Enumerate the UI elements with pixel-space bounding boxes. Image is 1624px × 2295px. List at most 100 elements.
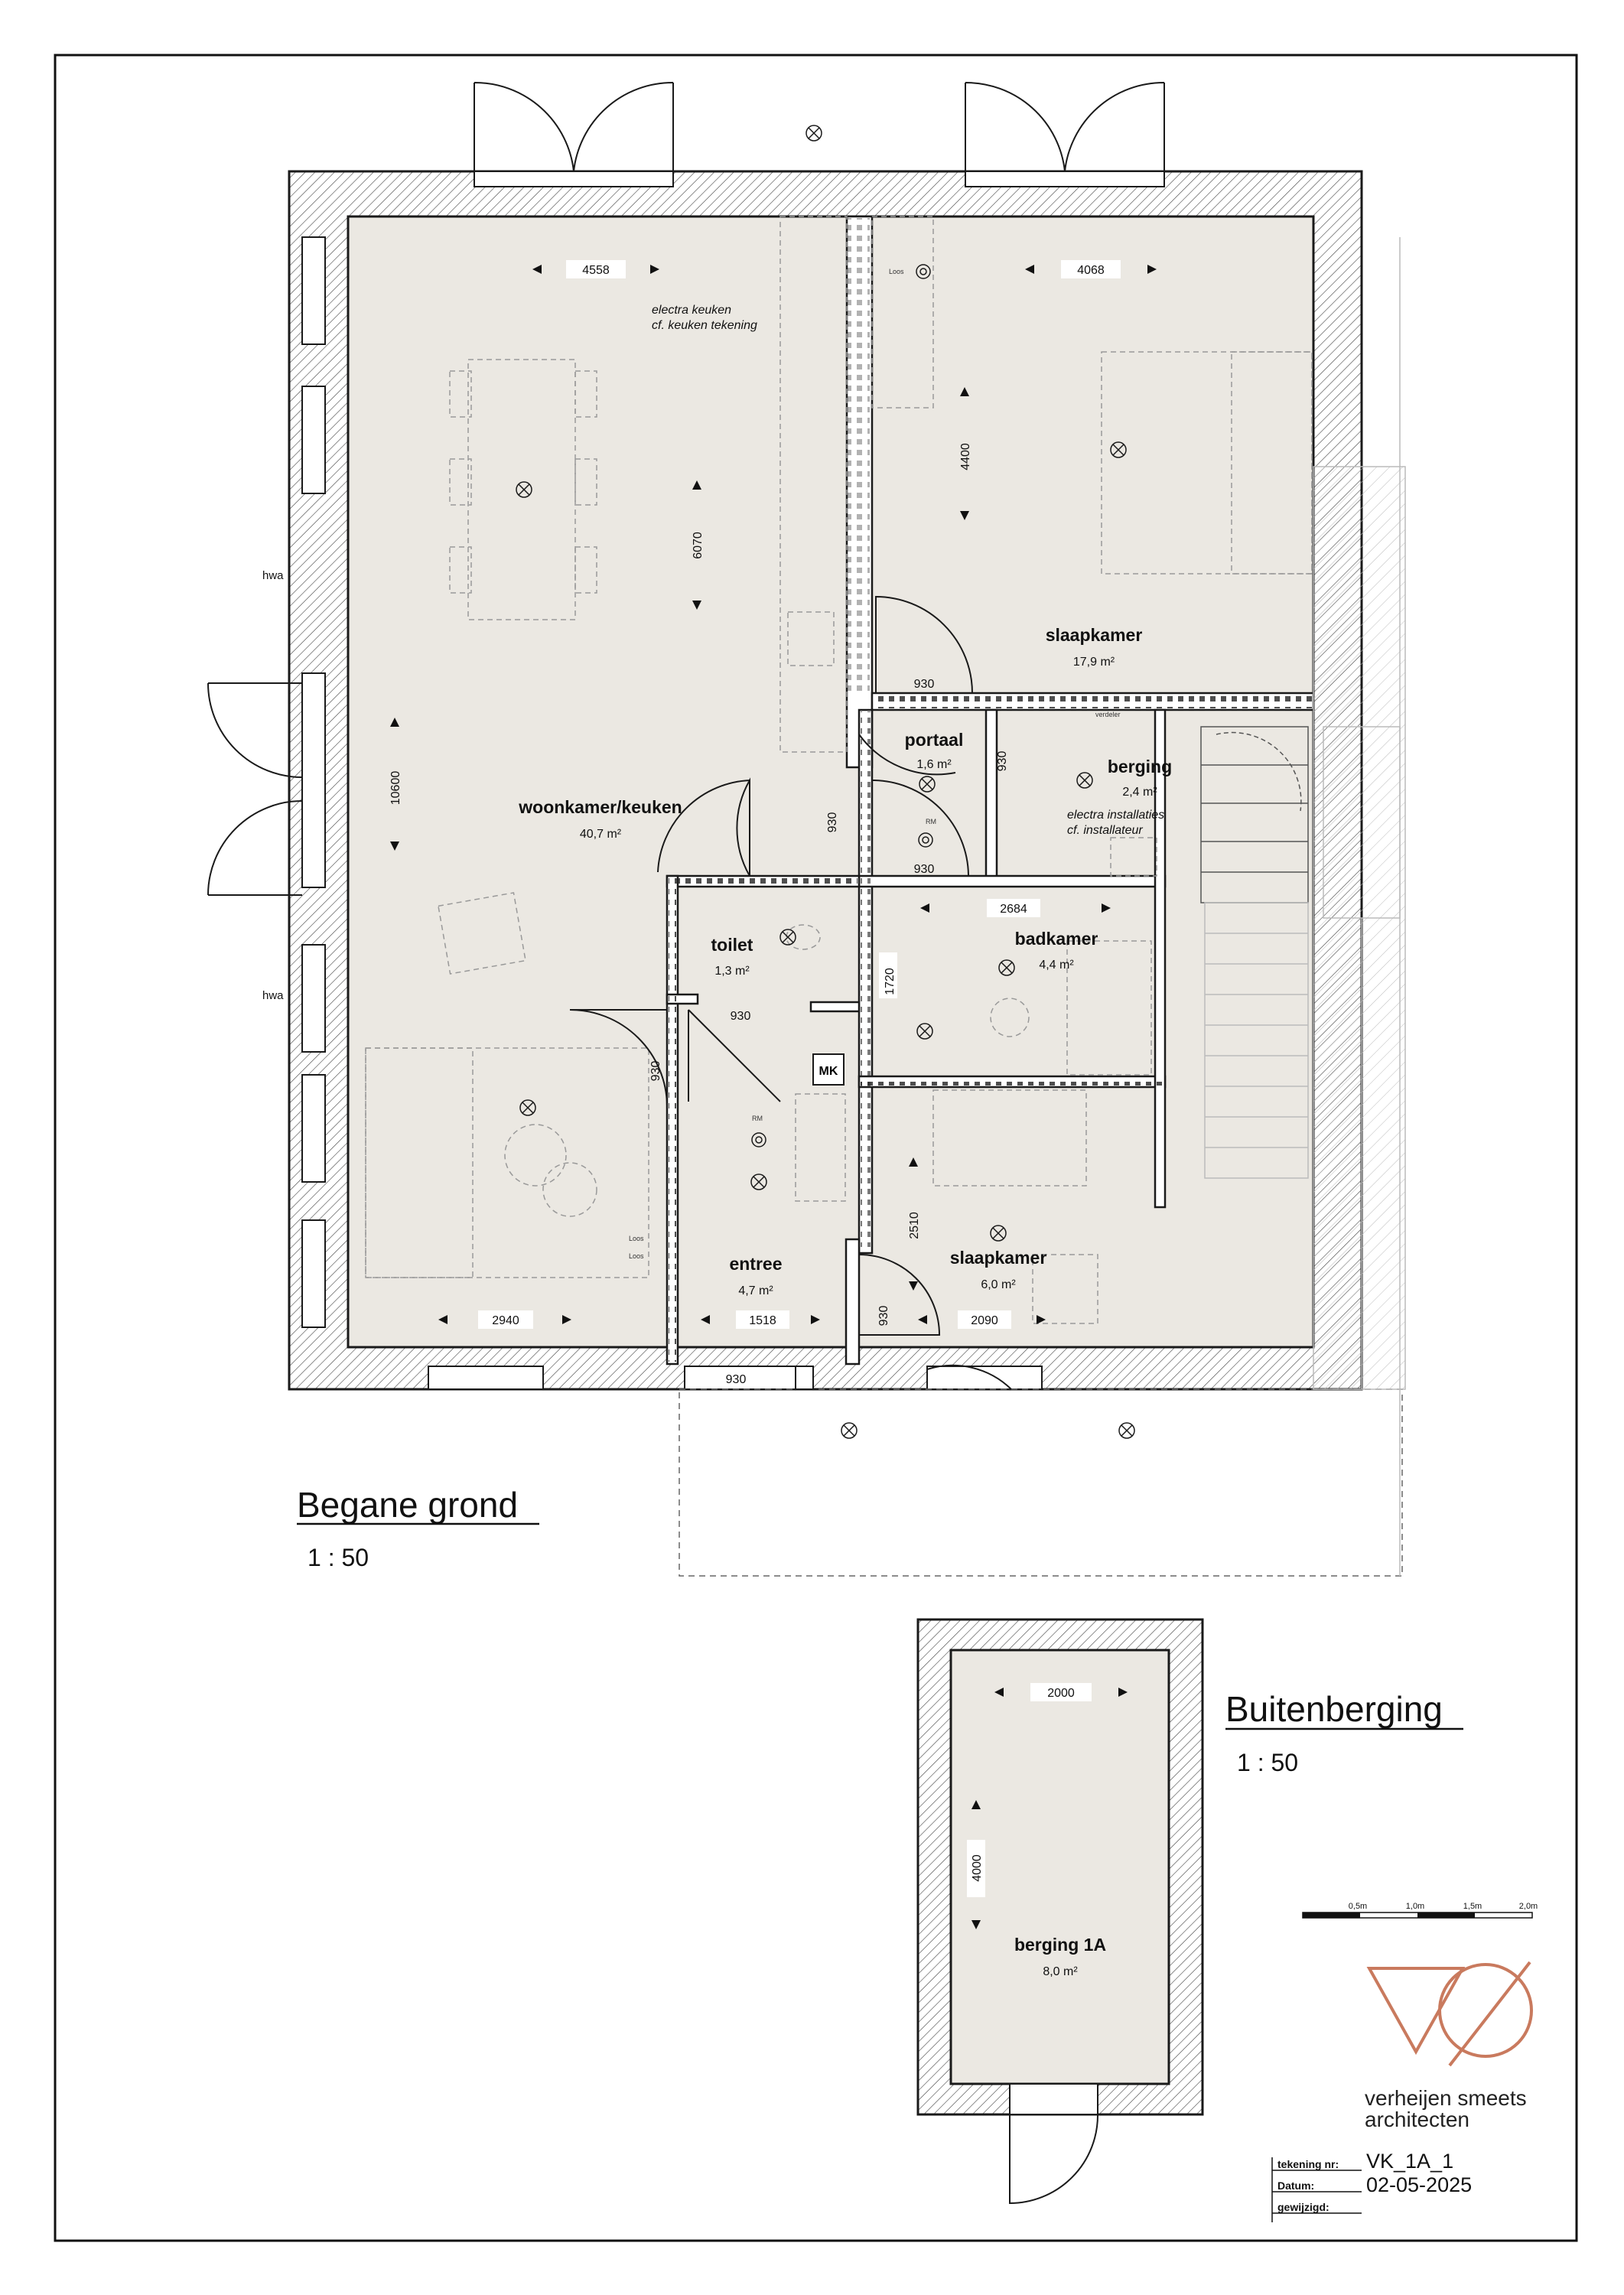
note-loos-living-2: Loos bbox=[629, 1252, 644, 1260]
dim-shed-depth: 4000 bbox=[967, 1800, 985, 1929]
svg-text:4000: 4000 bbox=[971, 1854, 984, 1882]
firm-name-line1: verheijen smeets bbox=[1365, 2086, 1527, 2110]
svg-text:2090: 2090 bbox=[971, 1314, 998, 1327]
title-block-date-label: Datum: bbox=[1277, 2179, 1314, 2192]
svg-text:2510: 2510 bbox=[908, 1212, 921, 1239]
dim-entrance-width: 1518 bbox=[701, 1310, 820, 1329]
svg-text:4558: 4558 bbox=[582, 264, 610, 277]
room-storage-name: berging bbox=[1108, 757, 1172, 776]
room-living-area: 40,7 m² bbox=[580, 828, 622, 841]
room-bedroom-small-name: slaapkamer bbox=[950, 1248, 1047, 1268]
note-loos-living-1: Loos bbox=[629, 1235, 644, 1242]
light-icon bbox=[990, 1225, 1007, 1242]
room-bathroom-area: 4,4 m² bbox=[1039, 959, 1074, 972]
light-icon bbox=[998, 959, 1015, 976]
dim-door-small-bedroom: 930 bbox=[877, 1306, 890, 1327]
plan-ground-scale: 1 : 50 bbox=[308, 1544, 369, 1571]
svg-text:2000: 2000 bbox=[1047, 1687, 1075, 1700]
light-icon bbox=[519, 1099, 536, 1116]
top-doors bbox=[474, 81, 1165, 187]
interior-doors bbox=[569, 595, 1012, 1390]
note-kitchen-2: cf. keuken tekening bbox=[652, 319, 757, 332]
title-block-drawing-no: VK_1A_1 bbox=[1366, 2150, 1453, 2173]
bottom-openings bbox=[428, 1366, 1043, 1390]
room-living-name: woonkamer/keuken bbox=[518, 797, 682, 817]
dim-small-bedroom-width: 2090 bbox=[918, 1310, 1046, 1329]
title-block-drawing-no-label: tekening nr: bbox=[1277, 2158, 1339, 2170]
smoke-detector-icon bbox=[751, 1132, 766, 1148]
title-block-revised-label: gewijzigd: bbox=[1277, 2201, 1329, 2213]
svg-text:4400: 4400 bbox=[959, 443, 972, 470]
svg-text:1518: 1518 bbox=[749, 1314, 776, 1327]
sheet-border bbox=[54, 54, 1578, 2242]
logo-o-icon bbox=[1438, 1963, 1533, 2058]
dim-door-entrance-side: 930 bbox=[649, 1061, 662, 1082]
mk-box bbox=[812, 1053, 845, 1086]
left-windows bbox=[301, 236, 326, 1328]
ground-floor-plan bbox=[207, 81, 1406, 1577]
note-rm-entrance: RM bbox=[752, 1115, 763, 1122]
dim-bathroom-width: 2684 bbox=[920, 899, 1111, 917]
plan-shed-scale: 1 : 50 bbox=[1237, 1749, 1298, 1776]
svg-text:6070: 6070 bbox=[692, 532, 705, 559]
note-rm-hall: RM bbox=[926, 818, 936, 825]
room-bedroom-large-area: 17,9 m² bbox=[1073, 656, 1115, 669]
room-shed-name: berging 1A bbox=[1014, 1935, 1106, 1955]
light-icon bbox=[916, 1023, 933, 1040]
dim-bathroom-depth: 1720 bbox=[879, 952, 897, 998]
room-entrance-name: entree bbox=[729, 1254, 782, 1274]
light-icon bbox=[779, 929, 796, 946]
left-doors bbox=[207, 682, 303, 896]
dim-door-front: 930 bbox=[726, 1373, 747, 1386]
title-block: tekening nr: VK_1A_1 Datum: 02-05-2025 g… bbox=[1271, 2150, 1472, 2222]
light-icon bbox=[841, 1422, 858, 1439]
note-install-1: electra installaties bbox=[1067, 809, 1164, 822]
dimension-labels: 4558 4068 930 930 2684 930 2940 bbox=[386, 260, 1157, 1386]
plan-ground-title: Begane grond bbox=[297, 1485, 518, 1525]
svg-text:930: 930 bbox=[914, 678, 935, 691]
neighbour-house bbox=[1313, 237, 1406, 1576]
room-hall-name: portaal bbox=[905, 730, 964, 750]
stair bbox=[1200, 726, 1309, 1179]
front-terrace-outline bbox=[679, 1388, 1403, 1577]
svg-text:930: 930 bbox=[649, 1061, 662, 1082]
front-door bbox=[795, 1366, 814, 1390]
annotations: electra keuken cf. keuken tekening elect… bbox=[262, 268, 1164, 1260]
light-fixtures bbox=[516, 125, 1135, 1886]
note-verdeler: verdeler bbox=[1095, 711, 1121, 718]
smoke-detector-icon bbox=[916, 264, 931, 279]
svg-text:1720: 1720 bbox=[884, 968, 897, 995]
room-toilet-area: 1,3 m² bbox=[714, 965, 750, 978]
light-icon bbox=[805, 125, 822, 142]
dim-shed-width: 2000 bbox=[994, 1683, 1128, 1701]
room-storage-area: 2,4 m² bbox=[1122, 786, 1157, 799]
note-hwa-top: hwa bbox=[262, 569, 284, 582]
shed-floor bbox=[949, 1649, 1170, 2085]
note-loos-bedroom: Loos bbox=[889, 268, 904, 275]
scale-bar-label: 1,5m bbox=[1463, 1902, 1482, 1911]
dim-bedroom-width: 4068 bbox=[1025, 260, 1157, 278]
smoke-detector-icon bbox=[918, 832, 933, 848]
shed-door-swing bbox=[1009, 2114, 1099, 2205]
room-labels: woonkamer/keuken 40,7 m² slaapkamer 17,9… bbox=[518, 625, 1172, 1297]
dim-door-living: 930 bbox=[826, 812, 839, 833]
firm-name-line2: architecten bbox=[1365, 2108, 1469, 2131]
svg-text:2684: 2684 bbox=[1000, 903, 1027, 916]
dim-door-hall-bottom: 930 bbox=[914, 863, 935, 876]
wall-textures bbox=[669, 218, 1313, 1362]
svg-text:4068: 4068 bbox=[1077, 264, 1105, 277]
dim-living-depth: 10600 bbox=[386, 718, 404, 851]
plan-shed-title: Buitenberging bbox=[1225, 1689, 1443, 1729]
note-kitchen-1: electra keuken bbox=[652, 304, 731, 317]
scale-bar-label: 0,5m bbox=[1349, 1902, 1367, 1911]
dim-small-bedroom-depth: 2510 bbox=[908, 1157, 921, 1291]
firm-logo bbox=[1366, 1961, 1533, 2067]
svg-text:10600: 10600 bbox=[389, 771, 402, 806]
shed-door-opening bbox=[1009, 2083, 1098, 2115]
dim-bedroom-depth: 4400 bbox=[955, 387, 974, 520]
svg-text:930: 930 bbox=[731, 1010, 751, 1023]
note-hwa-bottom: hwa bbox=[262, 989, 284, 1002]
title-block-date: 02-05-2025 bbox=[1366, 2173, 1472, 2196]
shed-plan: 2000 4000 berging 1A 8,0 m² bbox=[916, 1618, 1204, 2205]
